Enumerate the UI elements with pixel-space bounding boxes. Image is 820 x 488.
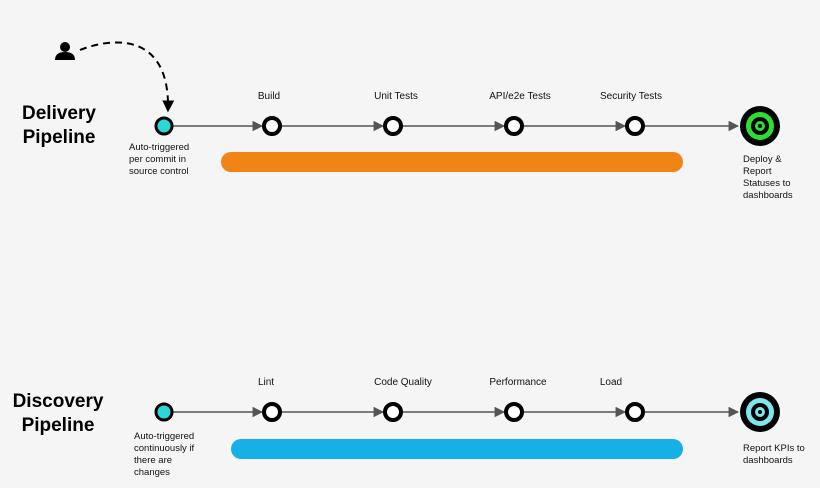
discovery-stage-node-performance bbox=[504, 402, 524, 422]
delivery-end-note: Deploy & Report Statuses to dashboards bbox=[743, 154, 793, 202]
note-line: Report bbox=[743, 166, 772, 177]
delivery-pipeline-title: Delivery Pipeline bbox=[14, 102, 104, 150]
note-line: dashboards bbox=[743, 455, 793, 466]
note-line: Deploy & bbox=[743, 154, 782, 165]
note-line: continuously if bbox=[134, 443, 195, 454]
delivery-end-target-node bbox=[740, 106, 780, 146]
discovery-stage-node-load bbox=[625, 402, 645, 422]
discovery-trigger-note: Auto-triggered continuously if there are… bbox=[134, 431, 194, 479]
discovery-pipeline-title: Discovery Pipeline bbox=[8, 390, 108, 438]
note-line: dashboards bbox=[743, 190, 793, 201]
delivery-stage-label-security-tests: Security Tests bbox=[599, 91, 663, 102]
discovery-end-target-node bbox=[740, 392, 780, 432]
delivery-stage-label-unit-tests: Unit Tests bbox=[374, 91, 418, 102]
discovery-end-note: Report KPIs to dashboards bbox=[743, 443, 805, 467]
delivery-title-line2: Pipeline bbox=[22, 127, 96, 148]
delivery-stage-label-api-tests: API/e2e Tests bbox=[489, 91, 551, 102]
note-line: Auto-triggered bbox=[129, 142, 190, 153]
discovery-title-line2: Pipeline bbox=[21, 415, 95, 436]
delivery-progress-bar bbox=[221, 152, 683, 172]
discovery-stage-label-load: Load bbox=[599, 377, 623, 388]
delivery-title-line1: Delivery bbox=[22, 103, 96, 124]
delivery-start-node bbox=[154, 116, 174, 136]
discovery-stage-label-lint: Lint bbox=[257, 377, 275, 388]
note-line: source control bbox=[129, 166, 189, 177]
discovery-stage-label-code-quality: Code Quality bbox=[374, 377, 432, 388]
delivery-stage-label-build: Build bbox=[257, 91, 281, 102]
delivery-stage-node-unit-tests bbox=[383, 116, 403, 136]
discovery-start-node bbox=[154, 402, 174, 422]
note-line: Auto-triggered bbox=[134, 431, 195, 442]
trigger-dashed-arrow bbox=[79, 41, 175, 113]
note-line: changes bbox=[134, 467, 170, 478]
delivery-stage-node-build bbox=[262, 116, 282, 136]
discovery-stage-node-lint bbox=[262, 402, 282, 422]
discovery-stage-node-code-quality bbox=[383, 402, 403, 422]
note-line: per commit in bbox=[129, 154, 187, 165]
delivery-stage-node-security-tests bbox=[625, 116, 645, 136]
delivery-stage-node-api-tests bbox=[504, 116, 524, 136]
person-icon bbox=[55, 42, 75, 60]
discovery-stage-label-performance: Performance bbox=[489, 377, 547, 388]
delivery-trigger-note: Auto-triggered per commit in source cont… bbox=[129, 142, 189, 178]
discovery-progress-bar bbox=[231, 439, 683, 459]
discovery-title-line1: Discovery bbox=[12, 391, 104, 412]
note-line: Report KPIs to bbox=[743, 443, 805, 454]
note-line: there are bbox=[134, 455, 173, 466]
note-line: Statuses to bbox=[743, 178, 791, 189]
